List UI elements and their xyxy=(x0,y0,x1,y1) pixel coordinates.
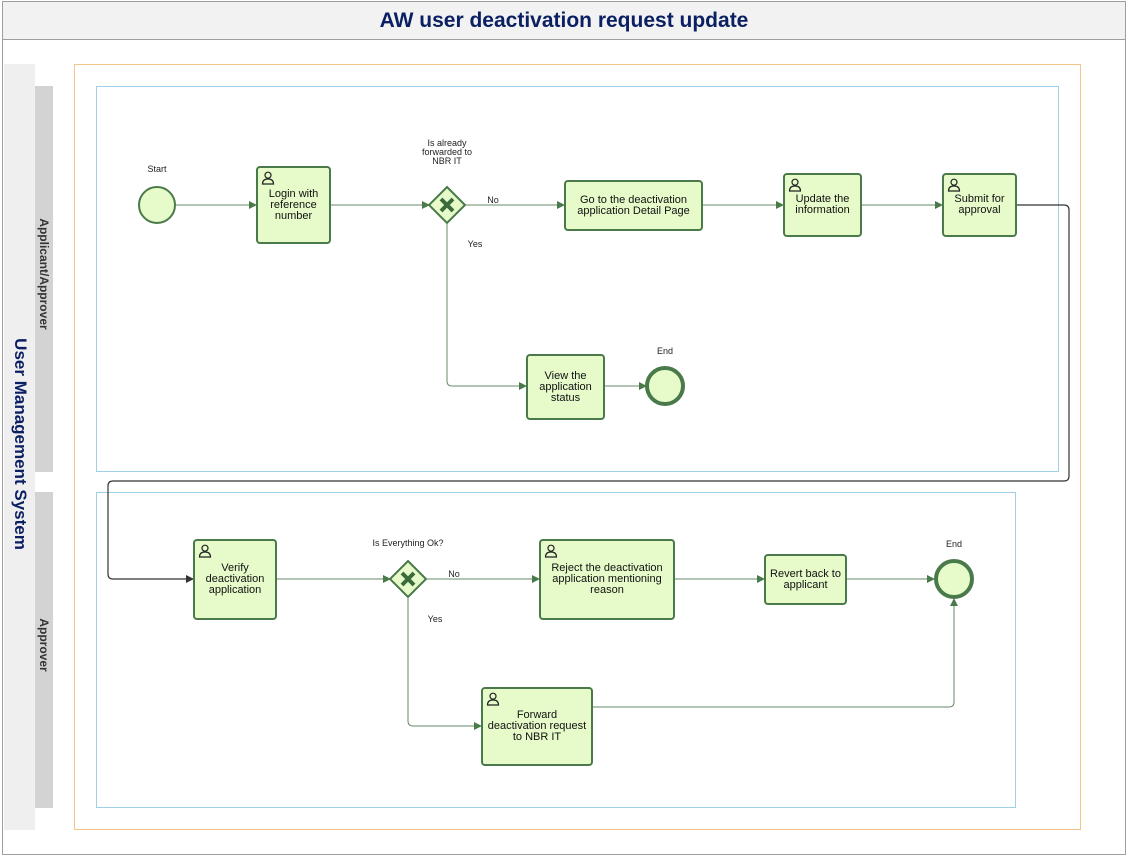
task-goto-label: Go to the deactivation application Detai… xyxy=(577,193,690,217)
lane-approver xyxy=(96,492,1016,808)
task-update-information[interactable]: Update the information xyxy=(783,173,862,237)
user-icon xyxy=(198,544,212,558)
gateway-1-yes-label: Yes xyxy=(467,239,483,249)
pool-container xyxy=(74,64,1081,830)
task-update-label: Update the information xyxy=(795,193,850,216)
pool-header xyxy=(4,64,35,830)
start-label: Start xyxy=(147,164,167,174)
task-view-label: View the application status xyxy=(539,369,592,404)
flow-gateway2-yes xyxy=(407,597,482,730)
end-label-1: End xyxy=(656,346,673,356)
gateway-2-yes-label: Yes xyxy=(427,614,443,624)
task-verify-label: Verify deactivation application xyxy=(205,562,265,596)
gateway-1 xyxy=(427,185,467,225)
diagram-title: AW user deactivation request update xyxy=(379,8,749,32)
task-verify[interactable]: Verify deactivation application xyxy=(193,539,277,620)
lane-header-approver xyxy=(35,492,53,808)
gateway-2-label: Is Everything Ok? xyxy=(372,538,444,548)
flow-submit-to-verify xyxy=(107,204,1070,583)
flow-gateway1-yes xyxy=(446,223,527,390)
end-event-1 xyxy=(645,366,685,406)
task-login[interactable]: Login with reference number xyxy=(256,166,331,244)
start-event xyxy=(138,186,176,224)
title-bar: AW user deactivation request update xyxy=(2,1,1126,40)
task-view-status[interactable]: View the application status xyxy=(526,354,605,420)
end-event-2 xyxy=(934,559,974,599)
gateway-1-label: Is already forwarded to NBR IT xyxy=(421,138,473,166)
task-login-label: Login with reference number xyxy=(268,187,319,222)
gateway-2 xyxy=(388,559,428,599)
task-revert[interactable]: Revert back to applicant xyxy=(764,554,847,605)
task-submit-approval[interactable]: Submit for approval xyxy=(942,173,1017,237)
flow-forward-to-end2 xyxy=(592,598,958,708)
task-forward[interactable]: Forward deactivation request to NBR IT xyxy=(481,687,593,766)
task-reject-label: Reject the deactivation application ment… xyxy=(551,562,663,596)
task-reject[interactable]: Reject the deactivation application ment… xyxy=(539,539,675,620)
user-icon xyxy=(544,544,558,558)
lane-header-applicant-approver xyxy=(35,86,53,472)
gateway-1-no-label: No xyxy=(487,195,499,205)
lane-applicant-approver xyxy=(96,86,1059,472)
task-revert-label: Revert back to applicant xyxy=(770,567,841,591)
user-icon xyxy=(788,178,802,192)
end-label-2: End xyxy=(945,539,962,549)
user-icon xyxy=(486,692,500,706)
gateway-2-no-label: No xyxy=(448,569,460,579)
task-submit-label: Submit for approval xyxy=(954,193,1005,216)
task-goto-detail-page[interactable]: Go to the deactivation application Detai… xyxy=(564,180,703,231)
user-icon xyxy=(261,171,275,185)
exclusive-x-icon xyxy=(439,197,455,213)
exclusive-x-icon xyxy=(400,571,416,587)
user-icon xyxy=(947,178,961,192)
task-forward-label: Forward deactivation request to NBR IT xyxy=(487,709,587,743)
